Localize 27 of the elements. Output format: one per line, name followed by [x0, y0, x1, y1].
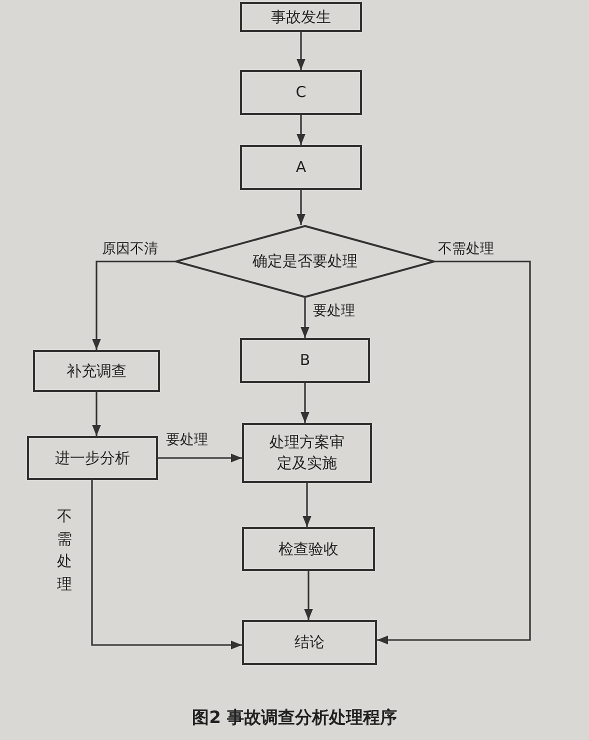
arrow: [296, 115, 306, 145]
process-box: A: [240, 145, 362, 190]
process-box: 处理方案审定及实施: [242, 423, 372, 483]
figure-caption: 图2 事故调查分析处理程序: [192, 708, 397, 728]
arrow: [300, 298, 310, 338]
process-box: 检查验收: [242, 527, 375, 571]
arrow: [377, 260, 531, 644]
decision-diamond: 确定是否要处理: [175, 225, 435, 298]
edge-label: 要处理: [164, 432, 210, 449]
arrow: [91, 480, 242, 650]
process-box: 补充调查: [33, 350, 160, 392]
process-box: 事故发生: [240, 2, 362, 32]
edge-label: 要处理: [311, 303, 357, 320]
edge-label: 不需处理: [436, 241, 496, 258]
process-box: C: [240, 70, 362, 115]
arrow: [158, 454, 242, 462]
arrow: [304, 571, 313, 620]
process-box: 结论: [242, 620, 377, 665]
arrow: [296, 32, 306, 70]
arrow: [300, 383, 310, 423]
edge-label: 原因不清: [100, 241, 160, 258]
arrow: [92, 392, 101, 436]
arrow: [92, 260, 175, 350]
process-box: B: [240, 338, 370, 383]
process-box: 进一步分析: [27, 436, 158, 480]
arrow: [296, 190, 306, 225]
arrow: [302, 483, 312, 527]
